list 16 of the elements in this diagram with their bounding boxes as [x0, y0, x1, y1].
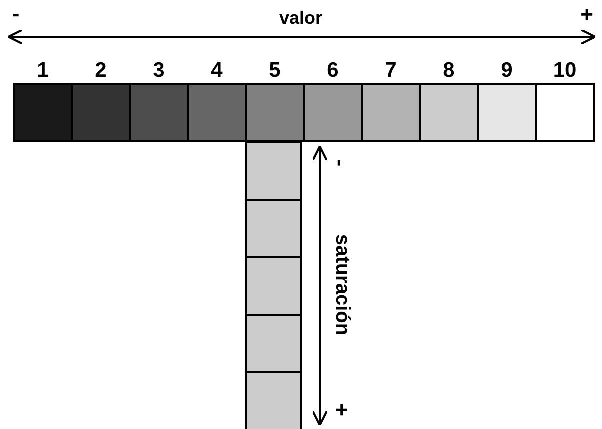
axis-label: saturación — [333, 234, 353, 336]
scale-number: 8 — [443, 60, 455, 80]
scale-number: 10 — [553, 60, 577, 80]
axis-end-sign: - — [12, 3, 20, 25]
axis-end-sign: + — [330, 404, 352, 416]
scale-number: 3 — [153, 60, 165, 80]
scale-number: 2 — [95, 60, 107, 80]
scale-number: 4 — [211, 60, 223, 80]
axis-end-sign: + — [580, 4, 594, 26]
scale-number: 6 — [327, 60, 339, 80]
scale-number: 7 — [385, 60, 397, 80]
scale-number: 9 — [501, 60, 513, 80]
axis-label: valor — [279, 9, 323, 27]
axis-end-sign: - — [330, 159, 352, 167]
scale-number: 5 — [269, 60, 281, 80]
scale-number: 1 — [37, 60, 49, 80]
